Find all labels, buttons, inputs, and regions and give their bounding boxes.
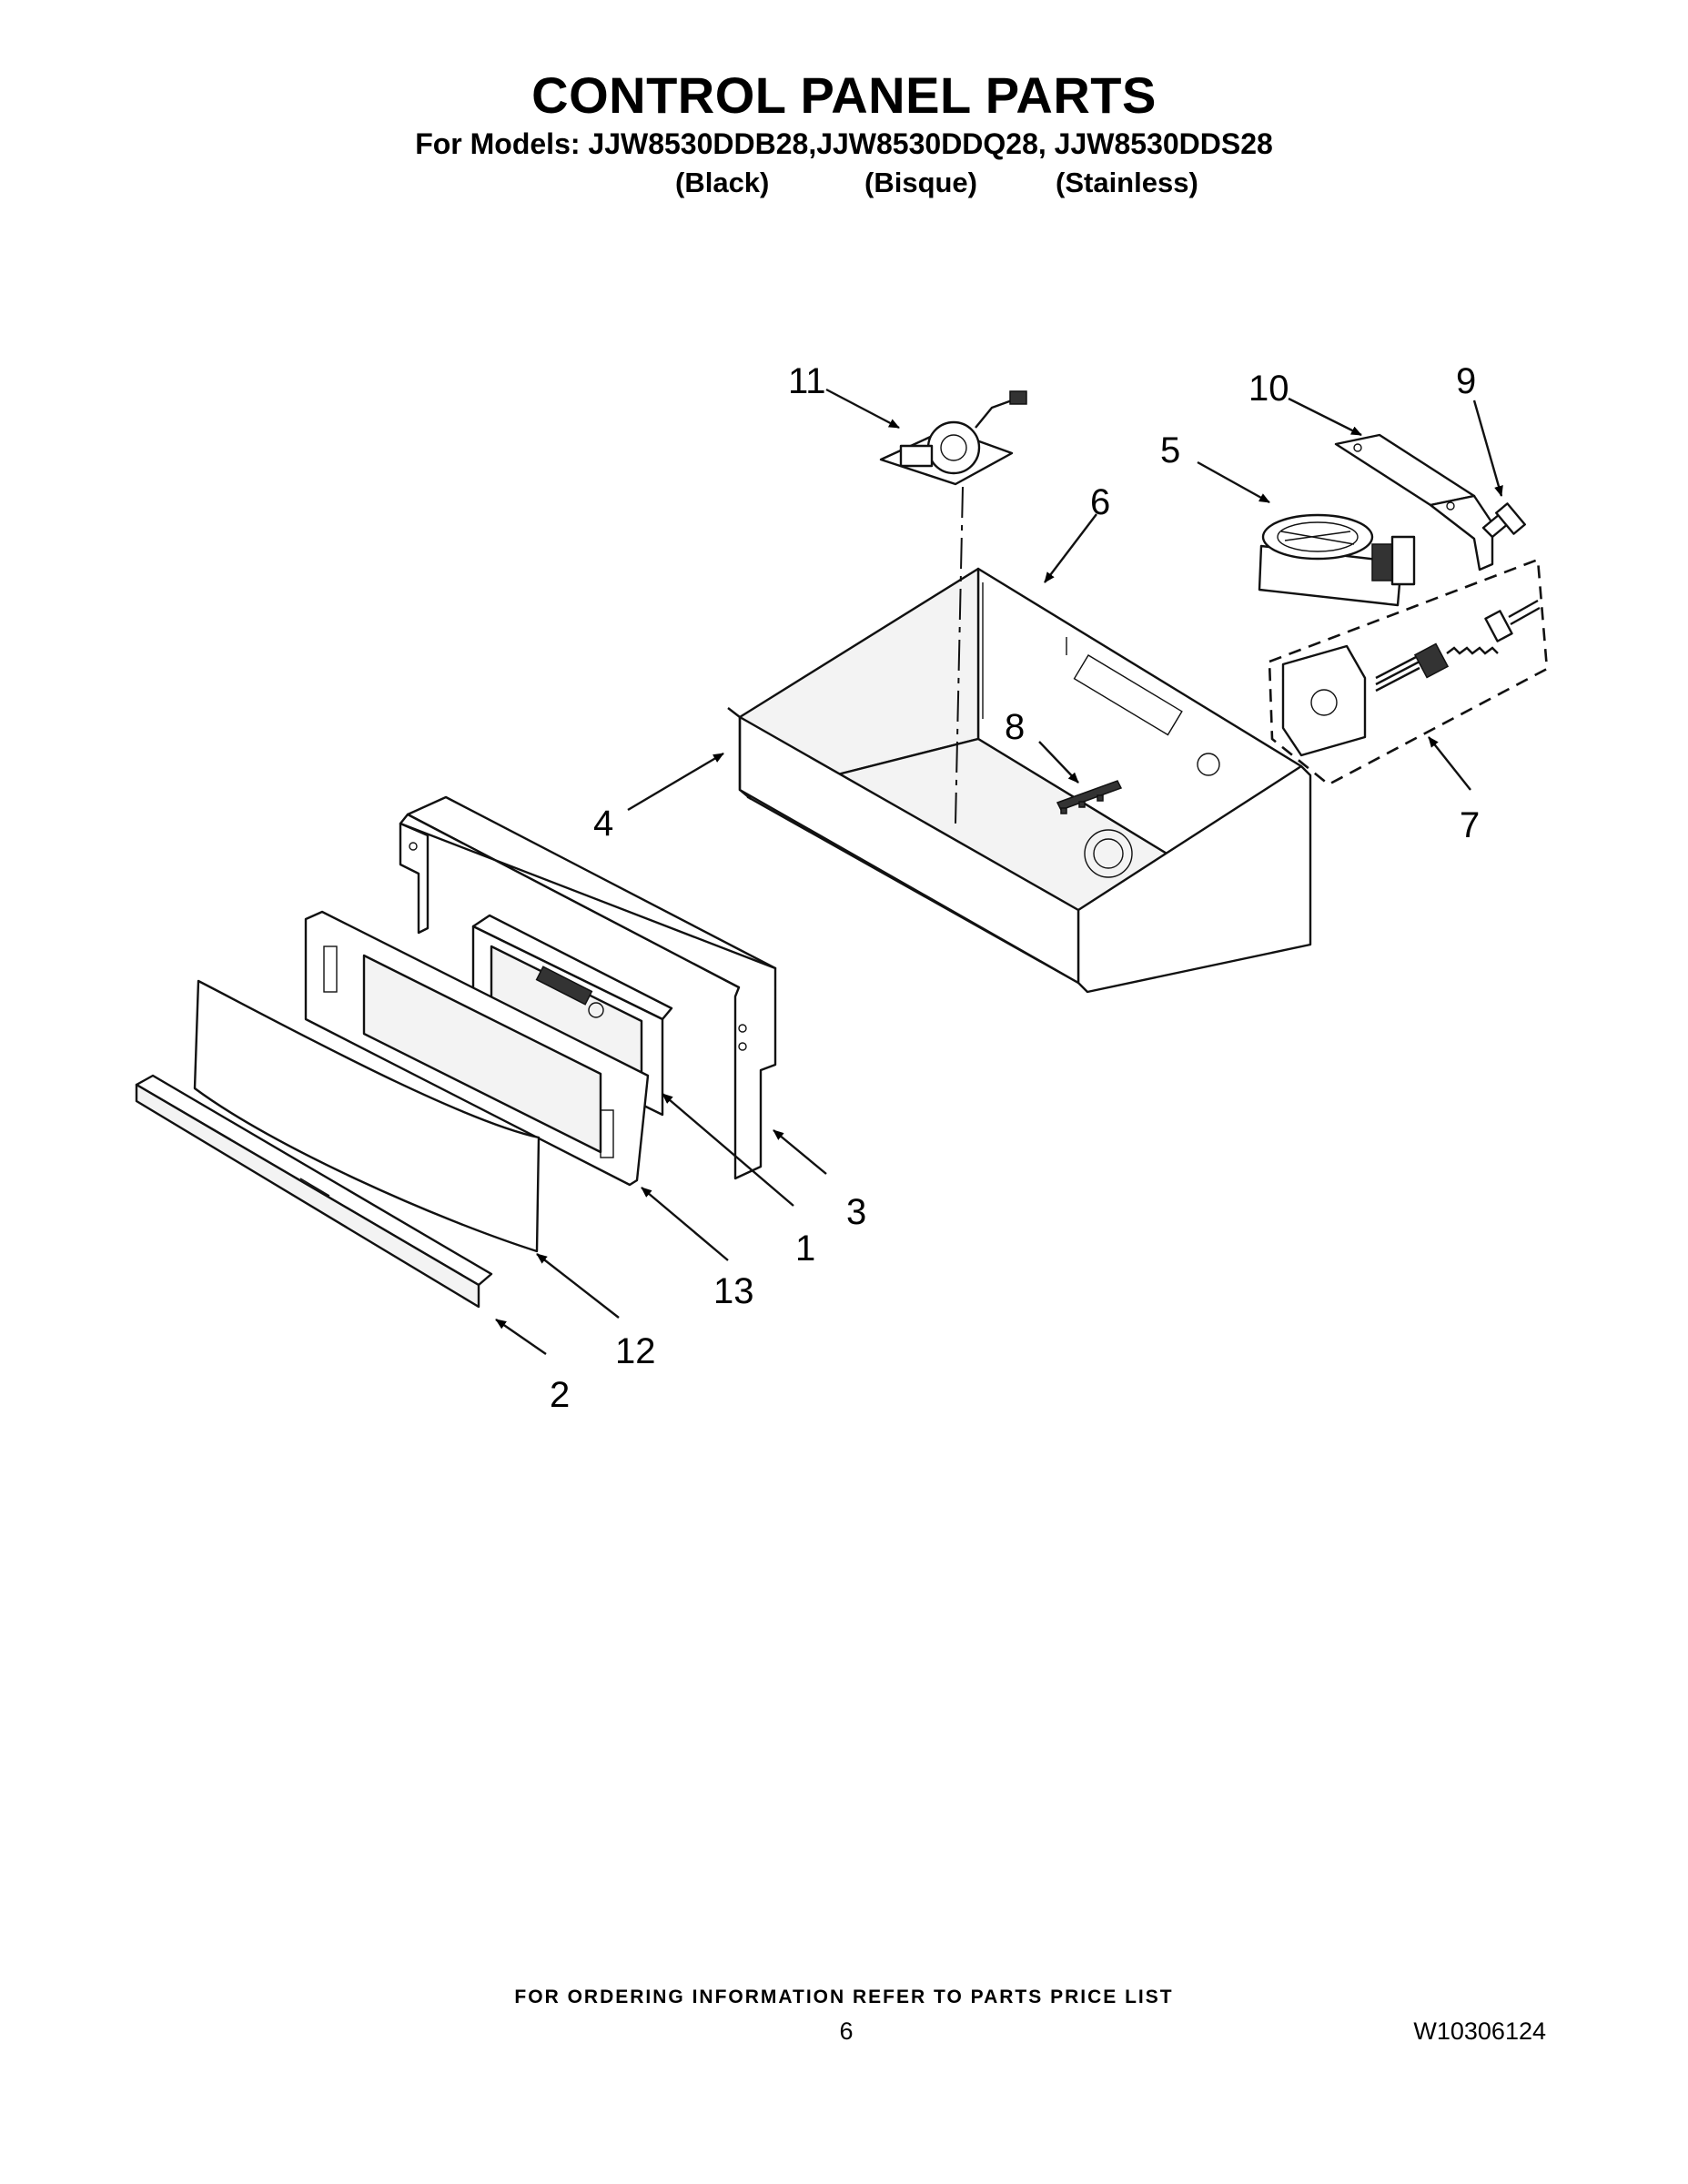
part-5-blower-fan [1258, 513, 1416, 607]
callout-4: 4 [593, 804, 613, 844]
callout-3: 3 [846, 1192, 866, 1232]
part-6-control-box-housing [727, 567, 1312, 994]
part-8-terminal-block [1056, 780, 1123, 814]
callout-6: 6 [1090, 482, 1110, 522]
callout-labels: 11 10 9 5 6 8 7 4 3 1 13 12 2 [550, 361, 1480, 1415]
models-line: For Models: JJW8530DDB28,JJW8530DDQ28, J… [415, 127, 1273, 160]
part-12-glass-panel [193, 979, 541, 1253]
part-7-wire-harness-kit [1268, 558, 1549, 786]
callout-7: 7 [1460, 805, 1480, 845]
variant-bisque: (Bisque) [864, 167, 977, 198]
leader-arrows [495, 388, 1503, 1355]
callout-11: 11 [788, 361, 826, 401]
part-10-bracket [1334, 433, 1494, 571]
variant-stainless: (Stainless) [1056, 167, 1198, 198]
part-3-control-panel-frame [399, 795, 777, 1180]
part-11-switch-assembly [879, 390, 1027, 824]
part-2-trim-strip [135, 1074, 493, 1309]
callout-10: 10 [1248, 369, 1289, 409]
callout-1: 1 [795, 1228, 815, 1269]
page-number: 6 [839, 2017, 854, 2045]
callout-9: 9 [1456, 361, 1476, 401]
variant-black: (Black) [675, 167, 770, 198]
callout-2: 2 [550, 1375, 570, 1415]
page-title: CONTROL PANEL PARTS [531, 66, 1157, 124]
callout-8: 8 [1005, 707, 1025, 747]
part-9-screw [1481, 502, 1526, 539]
document-number: W10306124 [1413, 2017, 1546, 2045]
callout-13: 13 [713, 1271, 754, 1311]
part-13-control-panel-bezel [304, 910, 650, 1187]
callout-12: 12 [615, 1331, 656, 1371]
ordering-note: FOR ORDERING INFORMATION REFER TO PARTS … [514, 1987, 1174, 2007]
callout-5: 5 [1160, 430, 1180, 470]
